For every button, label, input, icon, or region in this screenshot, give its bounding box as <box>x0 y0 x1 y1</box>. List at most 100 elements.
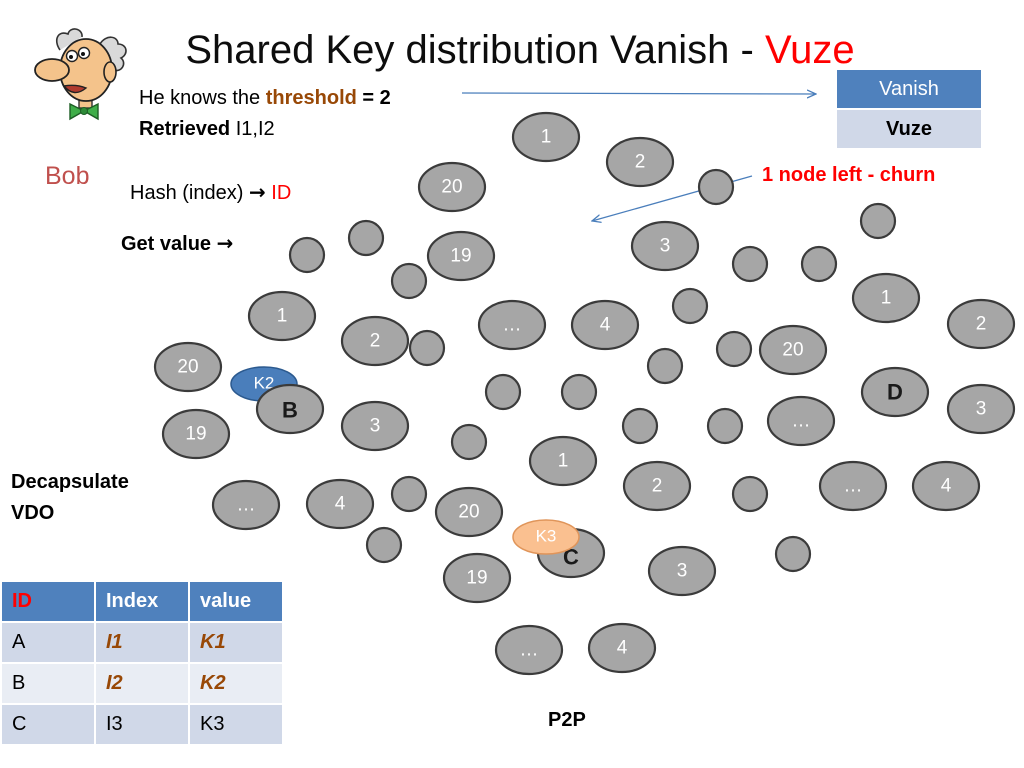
dht-node-label: 1 <box>881 288 892 309</box>
dht-node-shape <box>647 545 717 597</box>
dht-node-shape <box>442 552 512 604</box>
hash-step-text: Hash (index) <box>130 182 244 204</box>
dht-node-label: … <box>520 640 539 661</box>
peer-node <box>484 373 522 411</box>
system-box-row: Vuze <box>837 110 981 148</box>
dht-node-shape <box>305 478 375 530</box>
dht-node-label: 20 <box>177 357 198 378</box>
dht-node: … <box>477 299 547 351</box>
dht-node: 2 <box>340 315 410 367</box>
column-header-index: Index <box>94 580 190 623</box>
bob-hair-left <box>56 28 83 51</box>
column-header-id: ID <box>0 580 96 623</box>
dht-node-label: 20 <box>782 340 803 361</box>
dht-node-shape <box>417 161 487 213</box>
dht-node-shape <box>587 622 657 674</box>
peer-node <box>671 287 709 325</box>
share-table-header-row: ID Index value <box>0 580 284 623</box>
key-share-shape <box>512 519 580 555</box>
dht-node: 3 <box>340 400 410 452</box>
dht-node-label: 3 <box>660 236 671 257</box>
dht-node-shape <box>528 435 598 487</box>
dht-node: … <box>818 460 888 512</box>
dht-node: 20 <box>417 161 487 213</box>
dht-node-label: … <box>503 315 522 336</box>
dht-node-shape <box>340 315 410 367</box>
retrieved-label: Retrieved <box>139 118 231 140</box>
get-value-text: Get value <box>121 233 212 255</box>
threshold-line: He knows the threshold = 2 <box>139 86 391 110</box>
dht-node-label: D <box>887 380 903 405</box>
dht-node-label: 4 <box>335 494 346 515</box>
peer-node <box>347 219 385 257</box>
peer-node <box>560 373 598 411</box>
dht-node-shape <box>605 136 675 188</box>
dht-node: 19 <box>161 408 231 460</box>
dht-node-label: 1 <box>558 451 569 472</box>
share-table: ID Index value A I1 K1 B I2 K2 C I3 K3 <box>0 580 284 746</box>
hash-step-result: ID <box>271 182 292 204</box>
threshold-prefix: He knows the <box>139 87 261 109</box>
dht-node-shape <box>477 299 547 351</box>
key-share-label: K3 <box>536 527 557 546</box>
bob-bowtie-right <box>82 102 99 121</box>
network-label: P2P <box>548 709 586 731</box>
churn-note: 1 node left - churn <box>762 164 936 186</box>
cell-value: K3 <box>188 703 284 746</box>
dht-node: B <box>255 383 325 435</box>
dht-node-label: 3 <box>677 561 688 582</box>
dht-node: 19 <box>426 230 496 282</box>
hash-step: Hash (index) → ID <box>130 180 291 205</box>
dht-node: 4 <box>587 622 657 674</box>
pointer-arrow-to-system-box <box>461 93 816 94</box>
dht-node: … <box>766 395 836 447</box>
dht-node: … <box>494 624 564 676</box>
dht-node: 4 <box>305 478 375 530</box>
arrow-right-icon: → <box>248 180 266 204</box>
bob-cartoon <box>34 28 127 121</box>
dht-node: 20 <box>434 486 504 538</box>
decapsulate-line-2: VDO <box>11 502 55 524</box>
peer-node <box>390 262 428 300</box>
dht-node-shape <box>161 408 231 460</box>
dht-node-label: 19 <box>450 246 471 267</box>
system-box: Vanish Vuze <box>837 70 981 148</box>
dht-node: 2 <box>605 136 675 188</box>
dht-node-shape <box>851 272 921 324</box>
dht-node-shape <box>426 230 496 282</box>
dht-node: 2 <box>946 298 1016 350</box>
dht-node-label: 4 <box>941 476 952 497</box>
dht-node-shape <box>340 400 410 452</box>
cell-index: I3 <box>94 703 190 746</box>
dht-node: 1 <box>247 290 317 342</box>
bob-hair-right <box>99 36 127 72</box>
peer-node <box>288 236 326 274</box>
bob-ear <box>103 61 117 83</box>
dht-node-label: 4 <box>600 315 611 336</box>
bob-mouth <box>62 84 88 94</box>
dht-node-shape <box>153 341 223 393</box>
threshold-value: = 2 <box>362 87 391 109</box>
bob-bowtie-left <box>69 102 86 121</box>
dht-node-label: 4 <box>617 638 628 659</box>
peer-node <box>774 535 812 573</box>
cell-index: I2 <box>94 662 190 705</box>
key-share: K3 <box>512 519 580 555</box>
cell-index: I1 <box>94 621 190 664</box>
key-share-label: K2 <box>254 374 275 393</box>
dht-node: 4 <box>570 299 640 351</box>
page-title: Shared Key distribution Vanish - Vuze <box>20 27 1020 73</box>
dht-node-shape <box>766 395 836 447</box>
dht-node-shape <box>570 299 640 351</box>
dht-node-shape <box>511 111 581 163</box>
arrow-right-icon: → <box>216 231 234 255</box>
bob-nose <box>34 58 70 82</box>
peer-node <box>731 245 769 283</box>
table-row: A I1 K1 <box>0 621 284 664</box>
peer-node <box>706 407 744 445</box>
dht-node: … <box>211 479 281 531</box>
dht-node-label: 20 <box>458 502 479 523</box>
peer-node <box>697 168 735 206</box>
